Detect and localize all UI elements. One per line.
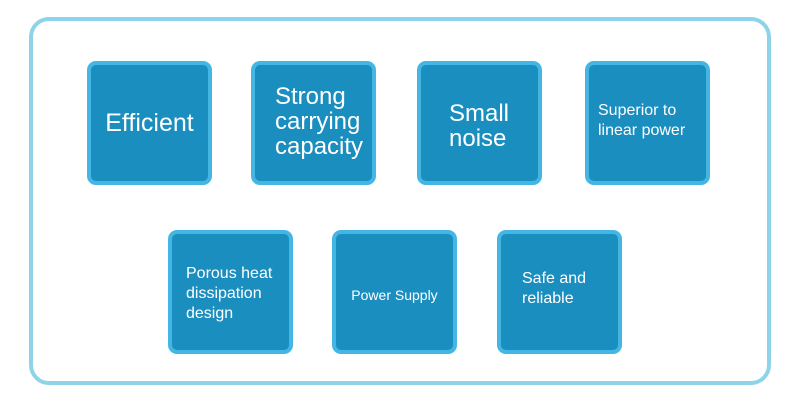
feature-label: Efficient <box>105 108 194 137</box>
feature-tile-power-supply: Power Supply <box>332 230 457 354</box>
feature-label: Power Supply <box>351 287 438 303</box>
feature-tile-efficient: Efficient <box>87 61 212 185</box>
